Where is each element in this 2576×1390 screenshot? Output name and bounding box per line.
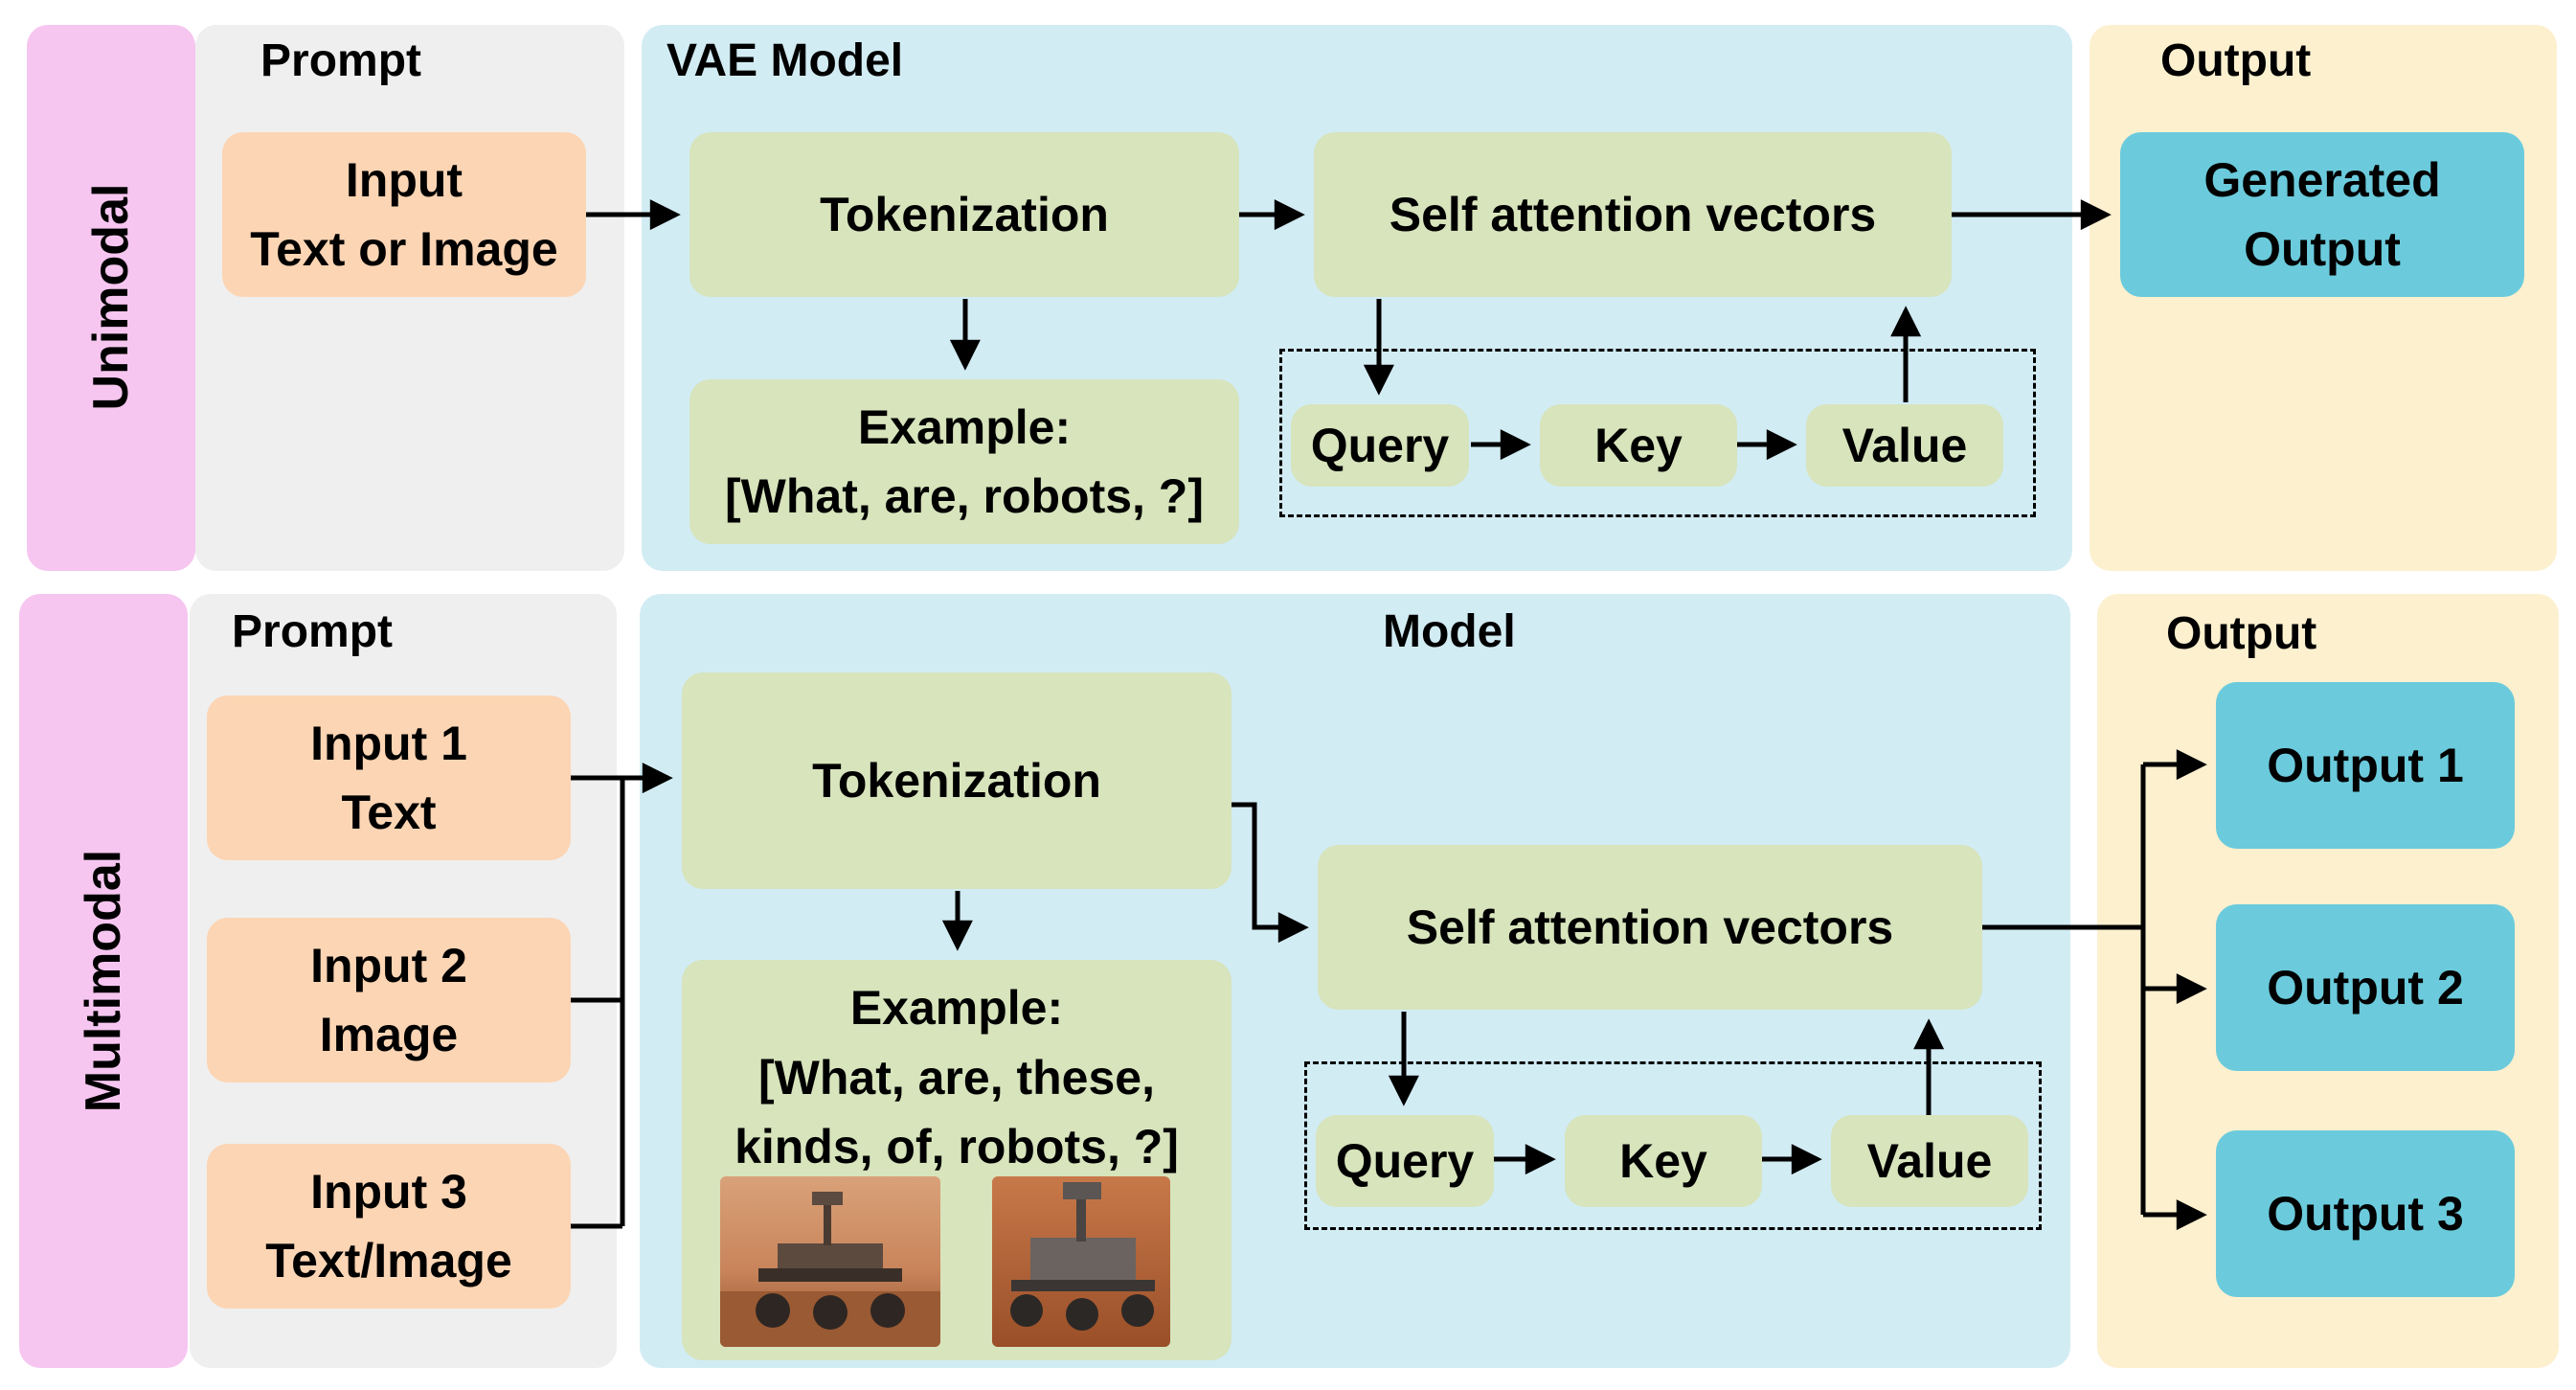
unimodal-tokenization-box: Tokenization [689, 132, 1239, 297]
multimodal-qkv-group [1304, 1061, 2042, 1230]
multimodal-example-box: Example: [What, are, these, kinds, of, r… [682, 960, 1232, 1360]
robot-photo-2 [992, 1176, 1170, 1347]
multimodal-input3-line1: Input 3 [310, 1164, 467, 1219]
multimodal-input2-line1: Input 2 [310, 938, 467, 992]
multimodal-input3-line2: Text/Image [265, 1234, 512, 1287]
unimodal-input-box: Input Text or Image [222, 132, 586, 297]
multimodal-model-title: Model [1383, 606, 1516, 657]
multimodal-input1-line2: Text [341, 786, 437, 839]
robot-photo-1 [720, 1176, 940, 1347]
unimodal-key-label: Key [1594, 418, 1683, 472]
unimodal-example-line2: [What, are, robots, ?] [725, 469, 1204, 523]
multimodal-key-label: Key [1619, 1133, 1707, 1188]
multimodal-output2-box: Output 2 [2216, 904, 2515, 1071]
unimodal-model-title: VAE Model [667, 35, 904, 86]
multimodal-input2-line2: Image [319, 1008, 459, 1061]
multimodal-output2-label: Output 2 [2267, 960, 2464, 1014]
multimodal-prompt-title: Prompt [232, 606, 393, 657]
unimodal-prompt-panel [195, 25, 624, 571]
multimodal-self-attention-box: Self attention vectors [1318, 845, 1982, 1010]
unimodal-tokenization-label: Tokenization [820, 187, 1109, 241]
unimodal-prompt-title: Prompt [260, 35, 421, 86]
unimodal-value-box: Value [1806, 404, 2003, 487]
multimodal-input1-box: Input 1 Text [207, 695, 571, 860]
unimodal-output-line2: Output [2244, 222, 2401, 276]
multimodal-value-box: Value [1831, 1115, 2028, 1207]
unimodal-qkv-group [1279, 349, 2036, 517]
multimodal-query-box: Query [1316, 1115, 1494, 1207]
unimodal-key-box: Key [1540, 404, 1737, 487]
unimodal-query-label: Query [1310, 418, 1450, 472]
multimodal-output-title: Output [2166, 608, 2317, 659]
multimodal-tokenization-label: Tokenization [812, 753, 1101, 808]
multimodal-row-label-panel [19, 594, 188, 1368]
unimodal-input-line2: Text or Image [250, 222, 558, 276]
multimodal-output3-label: Output 3 [2267, 1186, 2464, 1241]
unimodal-example-box: Example: [What, are, robots, ?] [689, 379, 1239, 544]
multimodal-value-label: Value [1866, 1133, 1993, 1188]
multimodal-output1-box: Output 1 [2216, 682, 2515, 849]
multimodal-key-box: Key [1565, 1115, 1762, 1207]
arrow-mm-tokenization-to-self-attention [1232, 802, 1309, 944]
unimodal-row-label-panel [27, 25, 195, 571]
multimodal-tokenization-box: Tokenization [682, 672, 1232, 889]
unimodal-value-label: Value [1842, 418, 1968, 472]
unimodal-generated-output-box: Generated Output [2120, 132, 2524, 297]
unimodal-self-attention-box: Self attention vectors [1314, 132, 1952, 297]
multimodal-output3-box: Output 3 [2216, 1130, 2515, 1297]
unimodal-self-attention-label: Self attention vectors [1389, 187, 1877, 241]
unimodal-input-line1: Input [345, 152, 463, 207]
multimodal-example-line1: Example: [849, 981, 1064, 1035]
unimodal-output-panel [2090, 25, 2557, 571]
unimodal-output-line1: Generated [2203, 152, 2441, 207]
multimodal-input1-line1: Input 1 [310, 716, 467, 770]
multimodal-output1-label: Output 1 [2267, 738, 2464, 792]
multimodal-example-line3: kinds, of, robots, ?] [734, 1120, 1179, 1174]
multimodal-query-label: Query [1335, 1133, 1475, 1188]
unimodal-output-title: Output [2160, 35, 2312, 86]
multimodal-input3-box: Input 3 Text/Image [207, 1144, 571, 1309]
multimodal-input2-box: Input 2 Image [207, 918, 571, 1082]
multimodal-self-attention-label: Self attention vectors [1406, 900, 1894, 954]
unimodal-example-line1: Example: [857, 399, 1072, 454]
multimodal-example-line2: [What, are, these, [758, 1050, 1155, 1105]
unimodal-query-box: Query [1291, 404, 1469, 487]
